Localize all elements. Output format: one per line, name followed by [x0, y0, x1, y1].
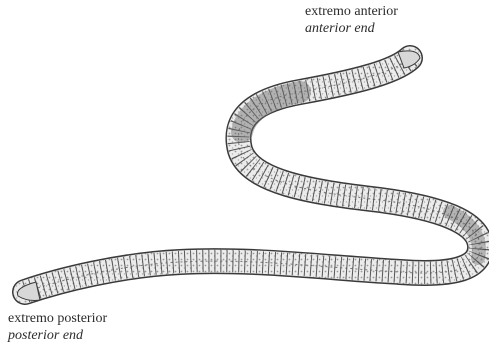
posterior-end-label-es: extremo posterior: [8, 310, 107, 327]
anterior-end-label: extremo anterior anterior end: [305, 3, 398, 37]
anterior-end-label-en: anterior end: [305, 20, 398, 37]
posterior-end-label-en: posterior end: [8, 327, 107, 344]
anterior-end-label-es: extremo anterior: [305, 3, 398, 20]
posterior-end-label: extremo posterior posterior end: [8, 310, 107, 344]
worm-body-fill: [25, 58, 480, 292]
